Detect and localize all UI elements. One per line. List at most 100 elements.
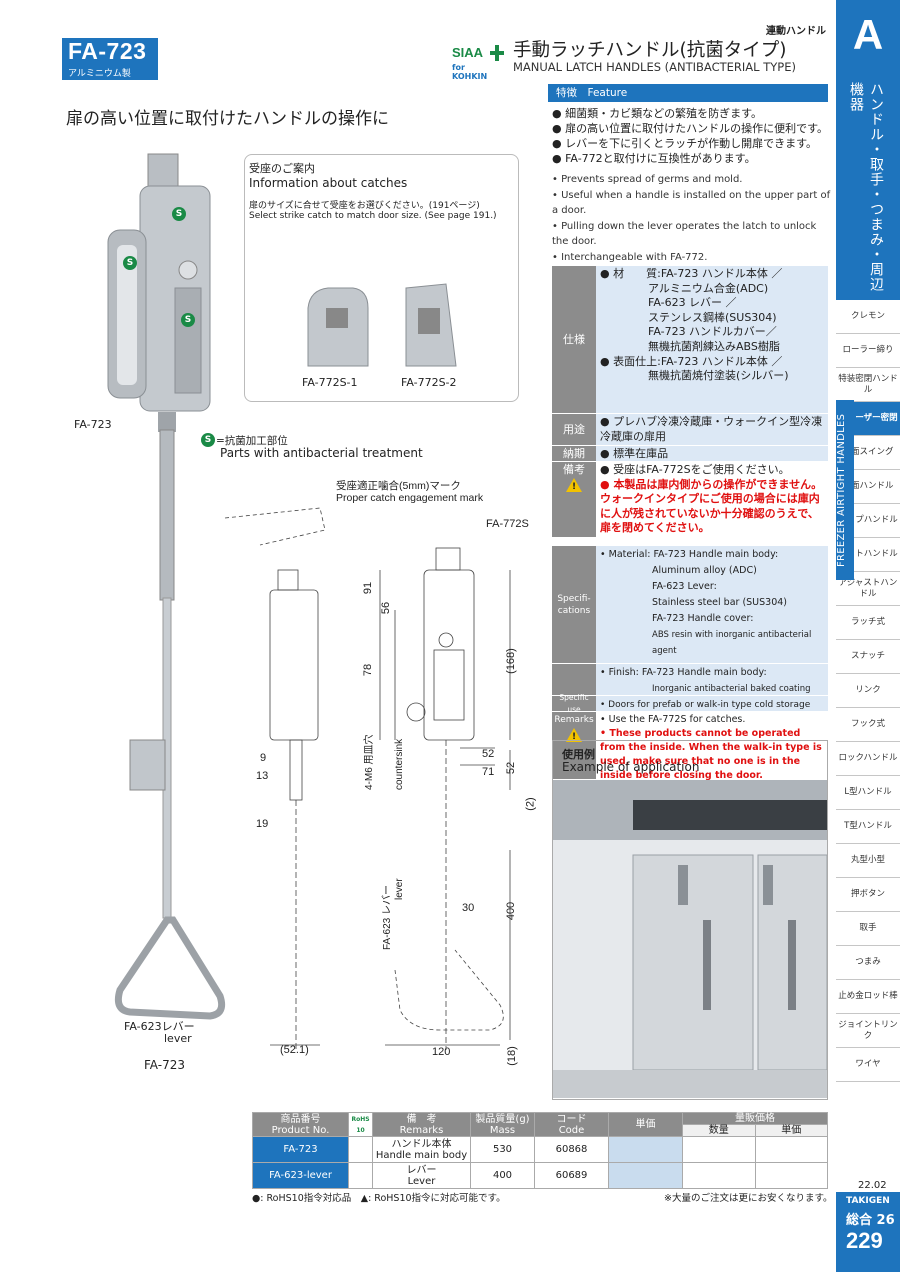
dim-56: 56 [380,601,393,615]
sidebar-item[interactable]: 特装密閉ハンドル [836,368,900,402]
cell-code: 60868 [534,1136,609,1163]
dim-91: 91 [362,581,375,595]
spec-td: ● プレハブ冷凍冷蔵庫・ウォークイン型冷凍冷蔵庫の扉用 [596,414,828,445]
sidebar-item[interactable]: 取手 [836,912,900,946]
spec-row-material-en: Specifi-cations • Material: FA-723 Handl… [552,546,828,664]
feature-en-item: • Prevents spread of germs and mold. [552,174,743,185]
rohs-note: ●: RoHS10指令対応品 ▲: RoHS10指令に対応可能です。 [252,1193,506,1204]
page-number-box: TAKIGEN 総合 26 229 [836,1192,900,1272]
dim-168: (168) [504,648,517,674]
cell-unit [754,1136,828,1163]
sidebar-nav: クレモンローラー締り特装密閉ハンドルフリーザー密閉平面スイング平面ハンドルポップ… [836,300,900,1082]
feature-jp-item: ● レバーを下に引くとラッチが作動し開扉できます。 [552,137,818,150]
sidebar-item[interactable]: ジョイントリンク [836,1014,900,1048]
th-mass: 製品質量(g)Mass [470,1112,535,1137]
cell-price [608,1136,683,1163]
sidebar-item[interactable]: フック式 [836,708,900,742]
cell-pn: FA-623-lever [252,1162,349,1189]
catch-illustrations [307,283,457,367]
sidebar-item[interactable]: 押ボタン [836,878,900,912]
th-bulk: 量販価格 [682,1112,828,1125]
dim-400: 400 [505,901,518,921]
spec-th: Specifi-cations [552,546,596,663]
catch-item-1: FA-772S-1 [302,376,358,389]
dim-9: 9 [260,752,267,764]
dim-71: 71 [482,766,495,778]
dim-120: 120 [432,1046,451,1058]
sidebar-item[interactable]: スナッチ [836,640,900,674]
cell-mass: 530 [470,1136,535,1163]
product-illustration [107,153,226,1020]
warning-icon: ! [566,728,582,742]
catch-note-jp: 扉のサイズに合せて受座をお選びください。(191ページ) [249,201,480,211]
app-title-jp: 使用例 [562,748,595,761]
warning-icon: ! [566,478,582,492]
technical-drawing [224,507,511,1050]
mark-label-en: Proper catch engagement mark [336,492,484,504]
feature-jp-item: ● FA-772と取付けに互換性があります。 [552,152,756,165]
sidebar-item[interactable]: リンク [836,674,900,708]
sidebar-item[interactable]: ローラー締り [836,334,900,368]
dim-52-1: (52.1) [280,1044,309,1056]
siaa-text: SIAA [452,45,484,60]
section-title-vertical: ハンドル・取手・つまみ・周辺機器 [836,70,900,300]
main-heading: 扉の高い位置に取付けたハンドルの操作に [66,109,389,129]
spec-td: • Finish: FA-723 Handle main body:Inorga… [596,664,828,710]
spec-row-use: 用途 ● プレハブ冷凍冷蔵庫・ウォークイン型冷凍冷蔵庫の扉用 [552,414,828,446]
spec-row-material: 仕様 ● 材 質:FA-723 ハンドル本体 ／ アルミニウム合金(ADC) F… [552,266,828,414]
spec-row-remarks: 備考 ! ● 受座はFA-772Sをご使用ください。● 本製品は庫内側からの操作… [552,462,828,538]
th-qty: 数量 [682,1124,756,1137]
spec-th [552,664,596,695]
sidebar-item[interactable]: 平面ハンドル [836,470,900,504]
mark-label-jp: 受座適正噛合(5mm)マーク [336,480,461,492]
cell-pn: FA-723 [252,1136,349,1163]
application-photo [553,780,827,1098]
cell-qty [682,1162,756,1189]
s-legend-jp: =抗菌加工部位 [216,435,288,447]
spec-td: ● 標準在庫品 [596,446,828,461]
spec-th: 納期 [552,446,596,461]
dim-19: 19 [256,818,269,830]
feature-en-item: • Interchangeable with FA-772. [552,251,708,263]
sidebar-item[interactable]: ワイヤ [836,1048,900,1082]
sidebar-item[interactable]: ロックハンドル [836,742,900,776]
cell-price [608,1162,683,1189]
cell-mass: 400 [470,1162,535,1189]
sidebar-item[interactable]: 丸型小型 [836,844,900,878]
sidebar-item[interactable]: アジャストハンドル [836,572,900,606]
catch-info-box [244,154,519,402]
siaa-logo: SIAA for KOHKIN [452,45,504,81]
catch-title-jp: 受座のご案内 [249,162,315,175]
countersink-en: countersink [394,738,405,790]
s-mark-2: S [123,256,137,270]
feature-list-jp: ● 細菌類・カビ類などの繁殖を防ぎます。 ● 扉の高い位置に取付けたハンドルの操… [552,106,832,166]
spec-td: • Doors for prefab or walk-in type cold … [596,696,828,726]
sidebar-item[interactable]: L型ハンドル [836,776,900,810]
sidebar-item[interactable]: ラッチ式 [836,606,900,640]
siaa-icon [490,45,504,61]
page-title-jp: 手動ラッチハンドル(抗菌タイプ) [513,40,787,61]
product-code-box: FA-723 アルミニウム製 [62,38,158,80]
s-mark-1: S [172,207,186,221]
sidebar-item[interactable]: リフトハンドル [836,538,900,572]
lever-label-en: lever [394,878,405,900]
sidebar-item[interactable]: T型ハンドル [836,810,900,844]
catch-title-en: Information about catches [249,176,408,190]
sidebar-item[interactable]: ポップハンドル [836,504,900,538]
category-label: 連動ハンドル [766,26,826,37]
cell-code: 60689 [534,1162,609,1189]
sidebar-item[interactable]: つまみ [836,946,900,980]
sidebar-item[interactable]: 止め金ロッド棒 [836,980,900,1014]
feature-header: 特徴 Feature [548,84,828,102]
feature-en-item: • Pulling down the lever operates the la… [552,220,817,248]
dim-30: 30 [462,902,475,914]
sidebar-item[interactable]: 平面スイング [836,436,900,470]
app-title-en: Example of application [562,760,700,774]
dim-52a: 52 [482,748,495,760]
sidebar-item[interactable]: クレモン [836,300,900,334]
